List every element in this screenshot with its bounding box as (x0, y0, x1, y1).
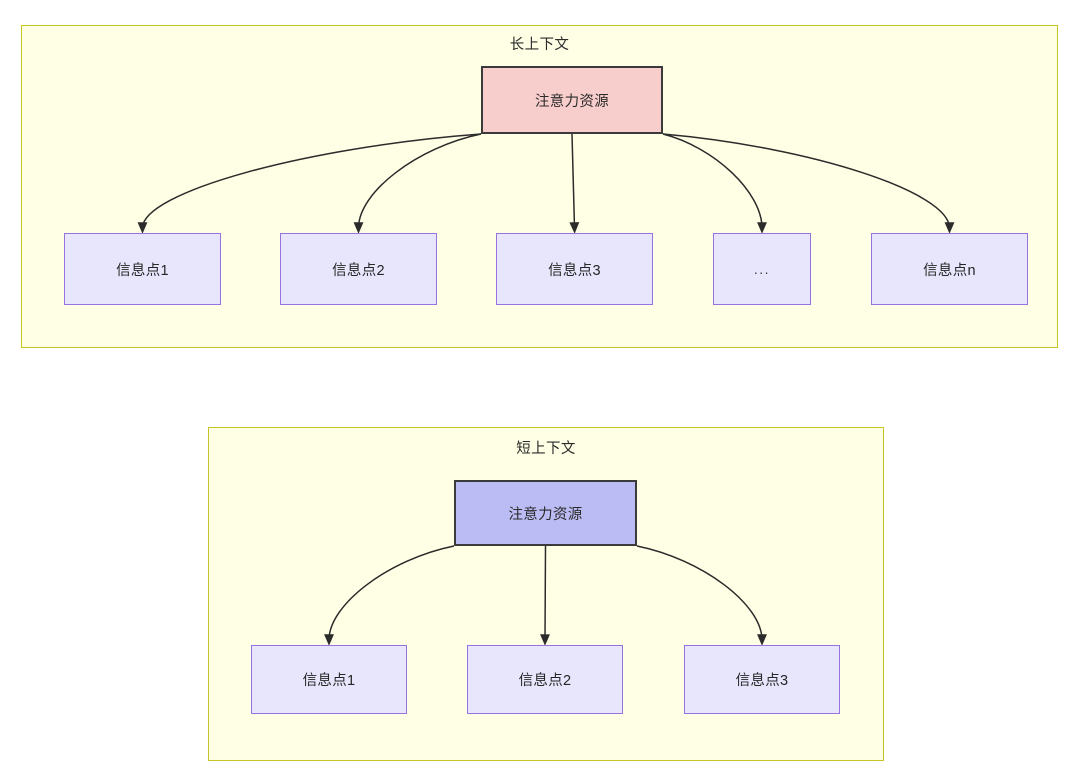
node-info-point-3-long[interactable]: 信息点3 (496, 233, 653, 305)
panel-short-context-title: 短上下文 (516, 441, 576, 457)
node-info-point-1-short[interactable]: 信息点1 (251, 645, 407, 714)
node-info-point-2-short[interactable]: 信息点2 (467, 645, 623, 714)
node-attention-resource-short[interactable]: 注意力资源 (454, 480, 637, 546)
node-info-point-ellipsis-long[interactable]: ... (713, 233, 811, 305)
node-info-point-2-long[interactable]: 信息点2 (280, 233, 437, 305)
node-info-point-3-short[interactable]: 信息点3 (684, 645, 840, 714)
node-info-point-n-long[interactable]: 信息点n (871, 233, 1028, 305)
node-info-point-1-long[interactable]: 信息点1 (64, 233, 221, 305)
panel-long-context-title: 长上下文 (509, 37, 570, 53)
node-attention-resource-long[interactable]: 注意力资源 (481, 66, 663, 134)
